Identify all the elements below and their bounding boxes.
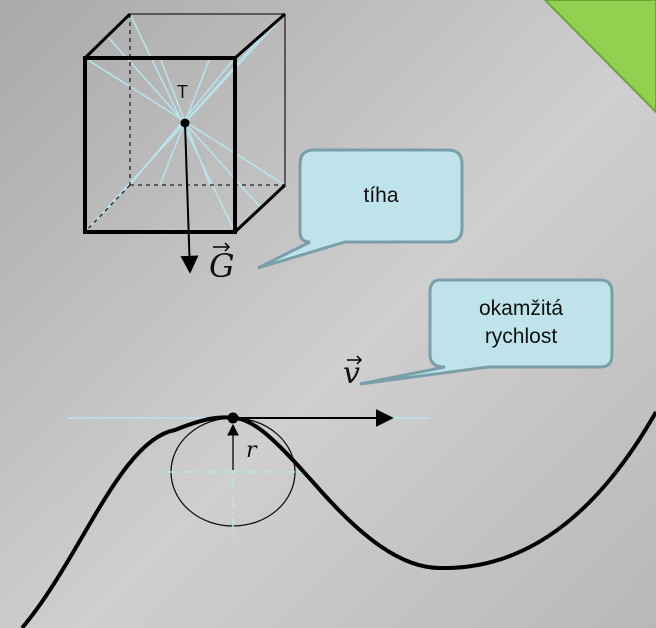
velocity-vector-symbol: v <box>343 356 360 391</box>
trajectory-curve <box>20 411 656 628</box>
weight-callout-shape <box>257 148 464 270</box>
cube-front-face <box>83 56 237 234</box>
vector-accents <box>213 242 363 365</box>
cube-back-edges <box>130 13 286 185</box>
tangent-point-dot <box>227 412 239 424</box>
cube-side-edges <box>83 12 287 234</box>
velocity-callout-shape <box>359 278 614 386</box>
trajectory <box>20 409 656 628</box>
radius-symbol: r <box>246 438 257 463</box>
velocity-callout-line1: okamžitá <box>478 297 564 320</box>
center-point-label: T <box>177 82 188 102</box>
cube-hidden-edges <box>84 14 285 233</box>
weight-callout-text: tíha <box>363 184 399 207</box>
weight-vector-symbol: G <box>209 247 235 285</box>
weight-arrow <box>180 122 199 274</box>
velocity-callout-line2: rychlost <box>484 325 558 348</box>
cube <box>83 12 287 274</box>
center-of-mass-dot <box>180 118 190 128</box>
accent-corner <box>543 0 656 114</box>
